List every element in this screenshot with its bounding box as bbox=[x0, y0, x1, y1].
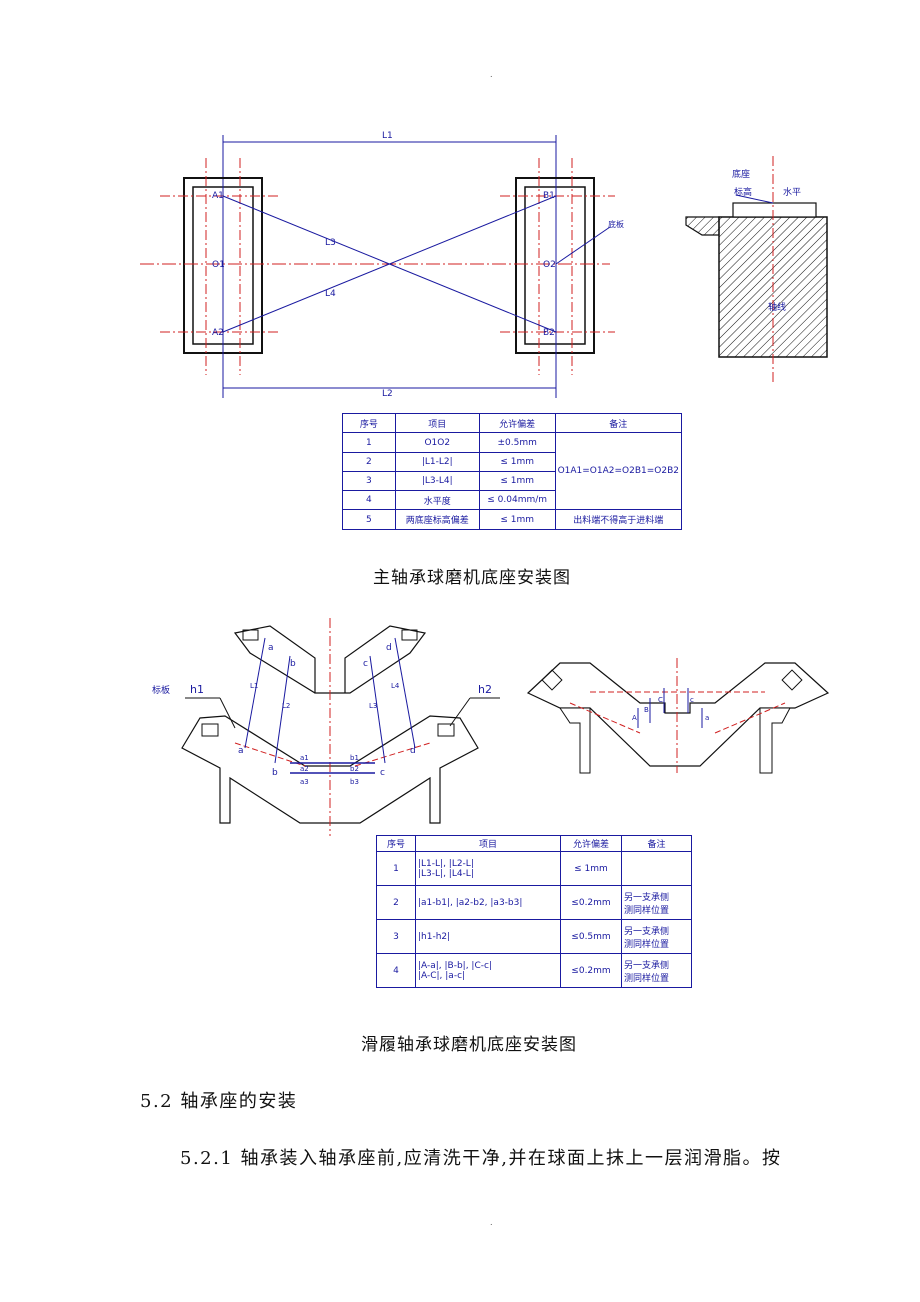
label-L4: L4 bbox=[391, 682, 400, 690]
cell-item: 水平度 bbox=[394, 490, 480, 510]
cell-tol: ≤0.5mm bbox=[560, 919, 622, 954]
label-h1: h1 bbox=[190, 683, 204, 696]
label-O2: O2 bbox=[543, 260, 556, 270]
label-base: 底座 bbox=[732, 168, 750, 180]
cell-item: 两底座标高偏差 bbox=[394, 509, 480, 530]
figure1-spec-table: 序号 项目 允许偏差 备注 1 O1O2 ±0.5mm O1A1=O1A2=O2… bbox=[342, 413, 683, 530]
label-O1: O1 bbox=[212, 260, 225, 270]
figure1-drawing: L1 L2 L3 L4 A1 A2 B1 B2 O1 O2 底板 底座 标高 水… bbox=[140, 131, 828, 399]
table-row: 3 |h1-h2| ≤0.5mm 另一支承侧测同样位置 bbox=[376, 919, 692, 954]
cell-note: 另一支承侧测同样位置 bbox=[621, 885, 692, 920]
cell-merged-note: O1A1=O1A2=O2B1=O2B2 bbox=[554, 432, 683, 510]
label-B: B bbox=[644, 706, 649, 714]
label-axis: 轴线 bbox=[768, 301, 786, 313]
table-row: 1 |L1-L|, |L2-L||L3-L|, |L4-L| ≤ 1mm bbox=[376, 851, 692, 886]
cell-no: 3 bbox=[342, 471, 396, 491]
cell-no: 2 bbox=[342, 452, 396, 472]
cell-item: |L1-L|, |L2-L||L3-L|, |L4-L| bbox=[415, 851, 561, 886]
label-a3: a3 bbox=[300, 778, 309, 786]
cell-note bbox=[621, 851, 692, 886]
figure1-caption: 主轴承球磨机底座安装图 bbox=[373, 568, 571, 588]
label-plate: 底板 bbox=[608, 219, 624, 229]
header-note: 备注 bbox=[621, 835, 692, 852]
label-B1: B1 bbox=[543, 191, 555, 201]
cell-no: 4 bbox=[342, 490, 396, 510]
cell-no: 5 bbox=[342, 509, 396, 530]
body-paragraph: 5.2.1 轴承装入轴承座前,应清洗干净,并在球面上抹上一层润滑脂。按 bbox=[180, 1148, 782, 1169]
label-elev: 标高 bbox=[734, 186, 752, 198]
label-d-top: d bbox=[386, 643, 392, 653]
label-A: A bbox=[632, 714, 637, 722]
label-b2: b2 bbox=[350, 765, 359, 773]
label-level: 水平 bbox=[783, 186, 801, 198]
label-A2: A2 bbox=[212, 328, 224, 338]
label-L4: L4 bbox=[325, 289, 336, 299]
cell-tol: ≤0.2mm bbox=[560, 885, 622, 920]
label-h2: h2 bbox=[478, 683, 492, 696]
figure2-caption: 滑履轴承球磨机底座安装图 bbox=[361, 1035, 577, 1055]
label-a1: a1 bbox=[300, 754, 309, 762]
label-L2: L2 bbox=[382, 389, 393, 399]
cell-no: 1 bbox=[376, 851, 416, 886]
table-row: 5 两底座标高偏差 ≤ 1mm 出料端不得高于进料端 bbox=[342, 509, 683, 530]
cell-note: 出料端不得高于进料端 bbox=[554, 509, 683, 530]
cell-item: |h1-h2| bbox=[415, 919, 561, 954]
label-b-top: b bbox=[290, 659, 296, 669]
header-tol: 允许偏差 bbox=[560, 835, 622, 852]
header-item: 项目 bbox=[415, 835, 561, 852]
label-b1: b1 bbox=[350, 754, 359, 762]
label-L3: L3 bbox=[369, 702, 377, 710]
section-heading: 5.2 轴承座的安装 bbox=[140, 1091, 298, 1112]
bottom-mark: . bbox=[490, 1218, 493, 1227]
label-c-top: c bbox=[363, 659, 368, 669]
cell-item: |A-a|, |B-b|, |C-c||A-C|, |a-c| bbox=[415, 953, 561, 988]
label-a-top: a bbox=[268, 643, 274, 653]
cell-no: 3 bbox=[376, 919, 416, 954]
cell-tol: ≤ 0.04mm/m bbox=[478, 490, 556, 510]
cell-no: 2 bbox=[376, 885, 416, 920]
table-row: 2 |a1-b1|, |a2-b2, |a3-b3| ≤0.2mm 另一支承侧测… bbox=[376, 885, 692, 920]
cell-note: 另一支承侧测同样位置 bbox=[621, 953, 692, 988]
cell-tol: ≤ 1mm bbox=[560, 851, 622, 886]
cell-tol: ≤0.2mm bbox=[560, 953, 622, 988]
header-no: 序号 bbox=[342, 413, 396, 433]
header-no: 序号 bbox=[376, 835, 416, 852]
label-C: C bbox=[658, 696, 663, 704]
table-row: 4 |A-a|, |B-b|, |C-c||A-C|, |a-c| ≤0.2mm… bbox=[376, 953, 692, 988]
table-row: 1 O1O2 ±0.5mm O1A1=O1A2=O2B1=O2B2 bbox=[342, 432, 683, 510]
label-L2: L2 bbox=[282, 702, 290, 710]
label-L1: L1 bbox=[250, 682, 258, 690]
top-mark: . bbox=[490, 70, 493, 79]
figure2-spec-table: 序号 项目 允许偏差 备注 1 |L1-L|, |L2-L||L3-L|, |L… bbox=[376, 835, 692, 988]
figure2-drawing: 标板 h1 h2 a b c d a b c d a1 b1 a2 b2 a3 … bbox=[152, 618, 830, 836]
label-b3: b3 bbox=[350, 778, 359, 786]
cell-no: 1 bbox=[342, 432, 396, 453]
cell-tol: ≤ 1mm bbox=[478, 509, 556, 530]
label-b: b bbox=[272, 768, 278, 778]
cell-item: |a1-b1|, |a2-b2, |a3-b3| bbox=[415, 885, 561, 920]
label-L3: L3 bbox=[325, 238, 336, 248]
cell-no: 4 bbox=[376, 953, 416, 988]
label-B2: B2 bbox=[543, 328, 555, 338]
cell-item: |L3-L4| bbox=[394, 471, 480, 491]
label-d: d bbox=[410, 746, 416, 756]
label-c-sec: c bbox=[690, 696, 694, 704]
table-row: 4 水平度 ≤ 0.04mm/m bbox=[342, 490, 682, 510]
label-a2: a2 bbox=[300, 765, 309, 773]
header-tol: 允许偏差 bbox=[478, 413, 556, 433]
cell-tol: ±0.5mm bbox=[478, 432, 556, 453]
label-plate: 标板 bbox=[152, 684, 170, 696]
cell-note: 另一支承侧测同样位置 bbox=[621, 919, 692, 954]
label-A1: A1 bbox=[212, 191, 224, 201]
cell-tol: ≤ 1mm bbox=[478, 471, 556, 491]
label-c: c bbox=[380, 768, 385, 778]
header-item: 项目 bbox=[394, 413, 480, 433]
cell-item: O1O2 bbox=[394, 432, 480, 453]
label-a: a bbox=[238, 746, 244, 756]
cell-tol: ≤ 1mm bbox=[478, 452, 556, 472]
header-note: 备注 bbox=[554, 413, 683, 433]
label-L1: L1 bbox=[382, 131, 393, 141]
label-a-sec: a bbox=[705, 714, 709, 722]
cell-item: |L1-L2| bbox=[394, 452, 480, 472]
